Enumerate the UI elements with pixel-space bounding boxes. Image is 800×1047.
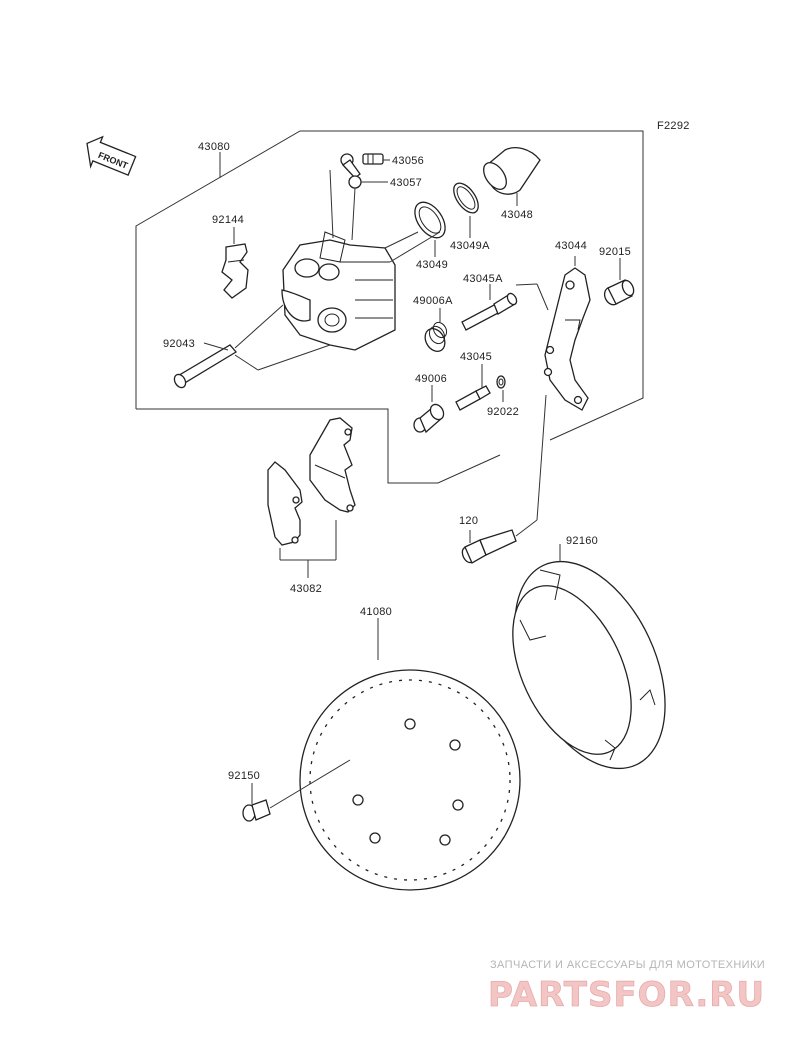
callout-41080: 41080 [360, 606, 392, 618]
front-arrow-icon: FRONT [86, 135, 137, 176]
disc-guard [512, 560, 666, 770]
callout-43044: 43044 [555, 240, 587, 252]
callout-43080: 43080 [198, 141, 230, 153]
callout-43049: 43049 [416, 259, 448, 271]
caliper-assembly-outline [135, 130, 644, 484]
callout-43048: 43048 [501, 209, 533, 221]
callout-92022: 92022 [487, 406, 519, 418]
collar [603, 279, 635, 306]
callout-49006: 49006 [415, 373, 447, 385]
callout-43045: 43045 [460, 351, 492, 363]
callout-labels: 43080 43056 43057 43048 92144 43049A 430… [163, 141, 631, 782]
callout-43057: 43057 [390, 177, 422, 189]
callout-43049A: 43049A [450, 240, 490, 252]
brake-pad-right [309, 417, 356, 513]
callout-92043: 92043 [163, 338, 195, 350]
brake-disc [299, 669, 521, 891]
pin-boot [413, 403, 445, 434]
callout-92150: 92150 [228, 770, 260, 782]
callout-43082: 43082 [290, 583, 322, 595]
callout-92015: 92015 [599, 246, 631, 258]
caliper-body [281, 231, 396, 351]
washer [496, 375, 506, 389]
caliper-bracket [543, 267, 591, 411]
slide-pin-a [461, 292, 518, 331]
callout-120: 120 [459, 515, 478, 527]
dust-seal [453, 182, 479, 214]
callout-43045A: 43045A [463, 273, 503, 285]
callout-43056: 43056 [392, 155, 424, 167]
watermark: ЗАПЧАСТИ И АКСЕССУАРЫ ДЛЯ МОТОТЕХНИКИ PA… [488, 959, 765, 1015]
slide-pin [455, 385, 491, 411]
callout-49006A: 49006A [413, 295, 453, 307]
figure-code: F2292 [657, 120, 690, 132]
piston-seal [414, 201, 446, 239]
callout-92144: 92144 [212, 214, 244, 226]
watermark-brand: PARTSFOR.RU [488, 975, 765, 1015]
pad-spring [221, 243, 249, 299]
pin-boot-a [424, 321, 448, 352]
bleeder-cap [340, 153, 362, 189]
disc-bolt [242, 799, 271, 822]
callout-92160: 92160 [566, 535, 598, 547]
bleeder-valve [362, 153, 384, 165]
piston [483, 147, 541, 195]
brake-pad-left [267, 461, 303, 546]
mounting-bolt [461, 529, 517, 564]
watermark-tagline: ЗАПЧАСТИ И АКСЕССУАРЫ ДЛЯ МОТОТЕХНИКИ [490, 959, 765, 971]
caliper-pin [173, 344, 237, 389]
